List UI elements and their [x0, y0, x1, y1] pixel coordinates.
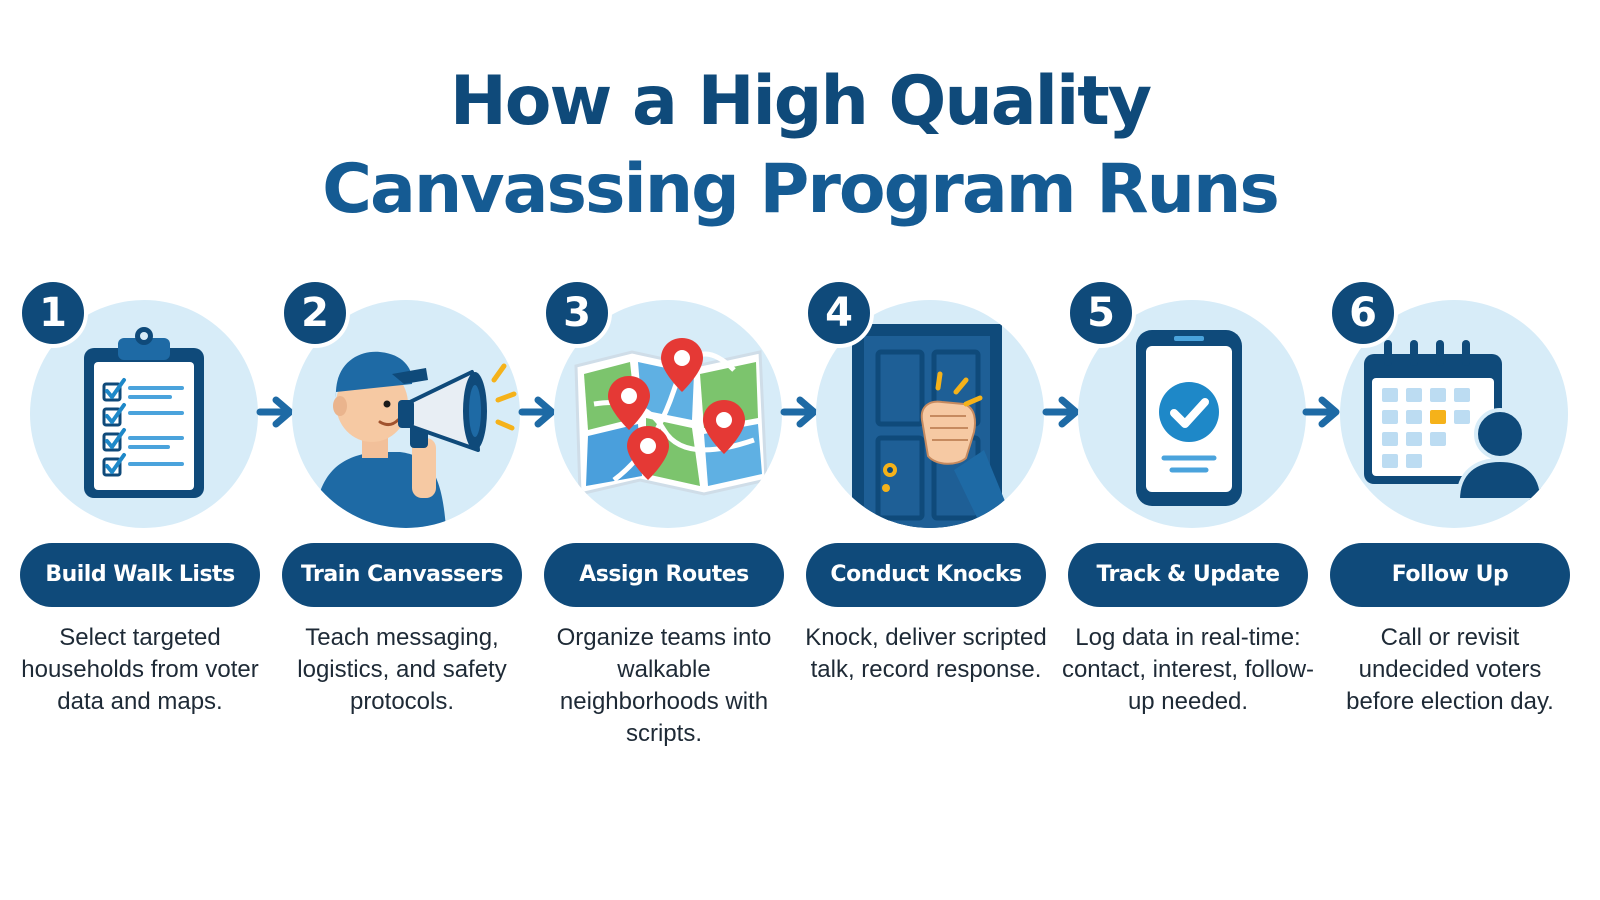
step-2-label: Train Canvassers [282, 543, 522, 607]
step-3-illustration [554, 300, 782, 528]
step-6-description: Call or revisit undecided voters before … [1346, 624, 1554, 715]
step-4-description: Knock, deliver scripted talk, record res… [805, 624, 1047, 683]
arrow-right-icon [1042, 396, 1080, 428]
step-5: 5 Track & Update Log data in real-time: … [1062, 270, 1318, 770]
step-5-number-badge: 5 [1066, 278, 1136, 348]
step-2-description: Teach messaging, logistics, and safety p… [297, 624, 507, 715]
step-1: 1 Build Walk Lists Select targeted house… [18, 270, 270, 770]
step-3-label: Assign Routes [544, 543, 784, 607]
megaphone-person-icon [314, 351, 517, 528]
title-line-1: How a High Quality [449, 62, 1152, 141]
arrow-right-icon [1302, 396, 1340, 428]
step-1-label: Build Walk Lists [20, 543, 260, 607]
step-1-number-badge: 1 [18, 278, 88, 348]
step-2-number-badge: 2 [280, 278, 350, 348]
step-4-number-badge: 4 [804, 278, 874, 348]
phone-check-icon [1136, 330, 1242, 506]
step-3-number-badge: 3 [542, 278, 612, 348]
door-knock-icon [852, 324, 1016, 528]
step-1-description: Select targeted households from voter da… [21, 624, 259, 715]
clipboard-checklist-icon [84, 327, 204, 498]
step-4-label: Conduct Knocks [806, 543, 1046, 607]
step-3: 3 Assign Routes Organize teams into walk… [542, 270, 794, 770]
step-6-illustration [1340, 300, 1568, 528]
arrow-right-icon [256, 396, 294, 428]
step-6-label: Follow Up [1330, 543, 1570, 607]
map-pins-icon [574, 338, 768, 496]
arrow-right-icon [518, 396, 556, 428]
calendar-person-icon [1364, 340, 1545, 502]
step-1-illustration [30, 300, 258, 528]
title-line-2: Canvassing Program Runs [322, 150, 1280, 229]
step-4: 4 Conduct Knocks Knock, deliver scripted… [804, 270, 1056, 770]
step-6: 6 Follow Up Call or revisit undecided vo… [1328, 270, 1580, 770]
step-2: 2 Train Canvassers Teach messaging, logi… [280, 270, 532, 770]
step-4-illustration [816, 300, 1044, 528]
step-6-number-badge: 6 [1328, 278, 1398, 348]
page-title: How a High Quality Canvassing Program Ru… [0, 58, 1600, 234]
arrow-right-icon [780, 396, 818, 428]
step-5-description: Log data in real-time: contact, interest… [1061, 624, 1315, 715]
step-5-label: Track & Update [1068, 543, 1308, 607]
step-3-description: Organize teams into walkable neighborhoo… [556, 624, 772, 747]
